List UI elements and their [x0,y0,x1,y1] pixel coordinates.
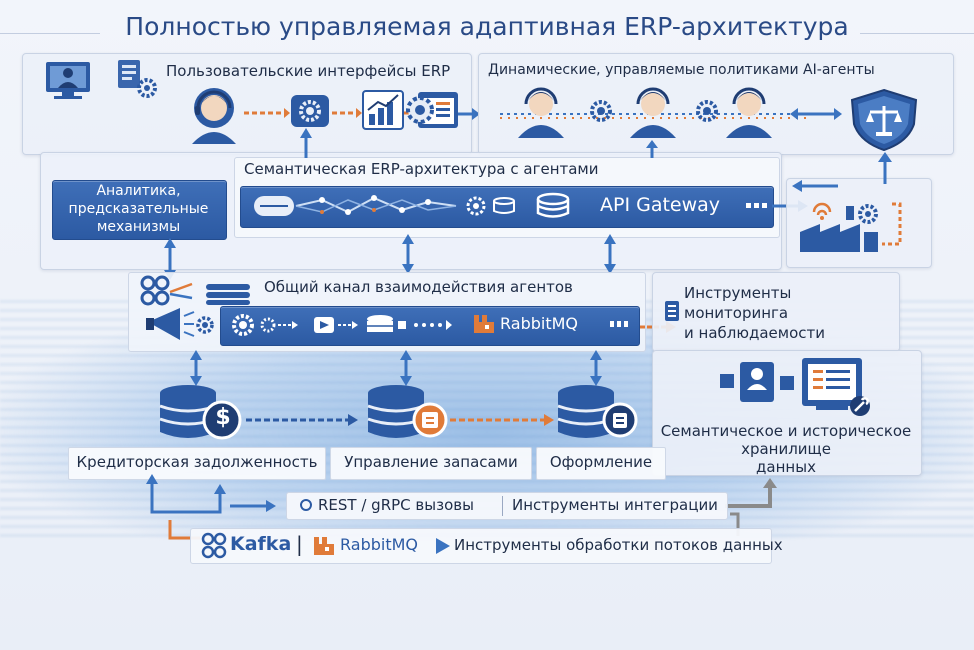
network-icon [140,275,193,306]
factory-panel [786,178,932,268]
module-label-payables: Кредиторская задолженность [68,447,326,480]
kafka-icon [201,532,227,559]
arrow-ui-to-agents [458,108,480,120]
dash-arrow-ui-2 [332,108,362,118]
arrow-agents-to-shield [790,108,842,120]
headset-agent-icon [518,87,564,138]
rabbitmq-icon [314,537,334,555]
arrow-factory-to-semantic [792,180,838,192]
dash-arrow-db-1 [246,414,358,426]
database-icon [536,192,570,218]
streaming-rabbit-label: RabbitMQ [340,535,418,554]
integration-bar [286,492,728,520]
storage-line1: Семантическое и историческое [660,422,912,440]
gear-icon [696,100,718,122]
streaming-tools-label: Инструменты обработки потоков данных [454,536,783,554]
headset-agent-icon [192,88,236,144]
integration-rest-label: REST / gRPC вызовы [318,496,474,514]
form-gear-icon [118,60,157,98]
arrow-semantic-channel-1 [402,234,414,274]
monitoring-line3: и наблюдаемости [684,324,825,342]
arrow-ui-to-semantic [300,128,312,158]
streaming-bar [190,528,772,564]
streaming-kafka-label: Kafka [230,533,292,555]
arrow-semantic-channel-2 [604,234,616,274]
monitoring-line2: мониторинга [684,304,789,322]
dollar-icon: $ [215,405,231,430]
api-gateway-bar [240,186,774,228]
api-gateway-label: API Gateway [600,194,721,216]
gear-icon [196,316,214,334]
monitoring-line1: Инструменты [684,284,792,302]
megaphone-icon [146,308,195,340]
monitor-user-icon [46,62,90,99]
shield-scales-icon [850,88,918,152]
gear-icon [291,95,329,127]
factory-icon [800,202,902,252]
headset-agent-icon [726,87,772,138]
module-label-checkout: Оформление [536,447,666,480]
headset-agent-icon [630,87,676,138]
arrow-channel-db-1 [190,350,202,386]
document-icon [665,301,679,321]
module-label-inventory: Управление запасами [330,447,532,480]
dash-arrow-ui-1 [244,108,290,118]
chart-icon [362,90,404,130]
storage-line2: хранилище [741,440,831,458]
storage-line3: данных [756,458,816,476]
streaming-separator: | [296,532,303,556]
arrow-channel-db-2 [400,350,412,386]
dots-gateway [746,203,767,208]
arrow-channel-db-3 [590,350,602,386]
window-gear-icon [406,92,458,128]
play-icon [436,538,450,554]
channel-flow-icons [232,314,452,336]
channel-broker-label: RabbitMQ [500,314,578,333]
integration-divider [502,496,503,516]
analytics-line3: механизмы [96,219,181,235]
dash-arrow-db-2 [450,414,554,426]
analytics-line2: предсказательные [68,201,209,217]
database-icon [206,284,250,305]
database-icon [159,385,242,440]
database-icon [367,385,448,438]
storage-dashboard-icon [720,358,870,416]
title-rule-right [860,33,974,34]
title-rule-left [0,33,100,34]
agents-panel-title: Динамические, управляемые политиками AI-… [488,62,875,78]
storage-panel [652,350,922,476]
arrow-semantic-to-agents [646,140,658,158]
analytics-box [52,180,227,240]
integration-tools-label: Инструменты интеграции [512,496,718,514]
arrow-factory-to-shield [878,152,892,184]
channel-title: Общий канал взаимодействия агентов [264,278,573,296]
ui-panel-title: Пользовательские интерфейсы ERP [166,62,451,80]
channel-bar [220,306,640,346]
gear-icon [590,100,612,122]
page-title: Полностью управляемая адаптивная ERP-арх… [125,12,849,41]
rabbitmq-icon [474,315,494,333]
network-icon [254,195,515,216]
analytics-line1: Аналитика, [96,183,181,199]
circle-bullet-icon [300,499,312,511]
database-icon [557,385,638,438]
semantic-panel-title: Семантическая ERP-архитектура с агентами [244,160,599,178]
dots-channel [610,321,628,327]
